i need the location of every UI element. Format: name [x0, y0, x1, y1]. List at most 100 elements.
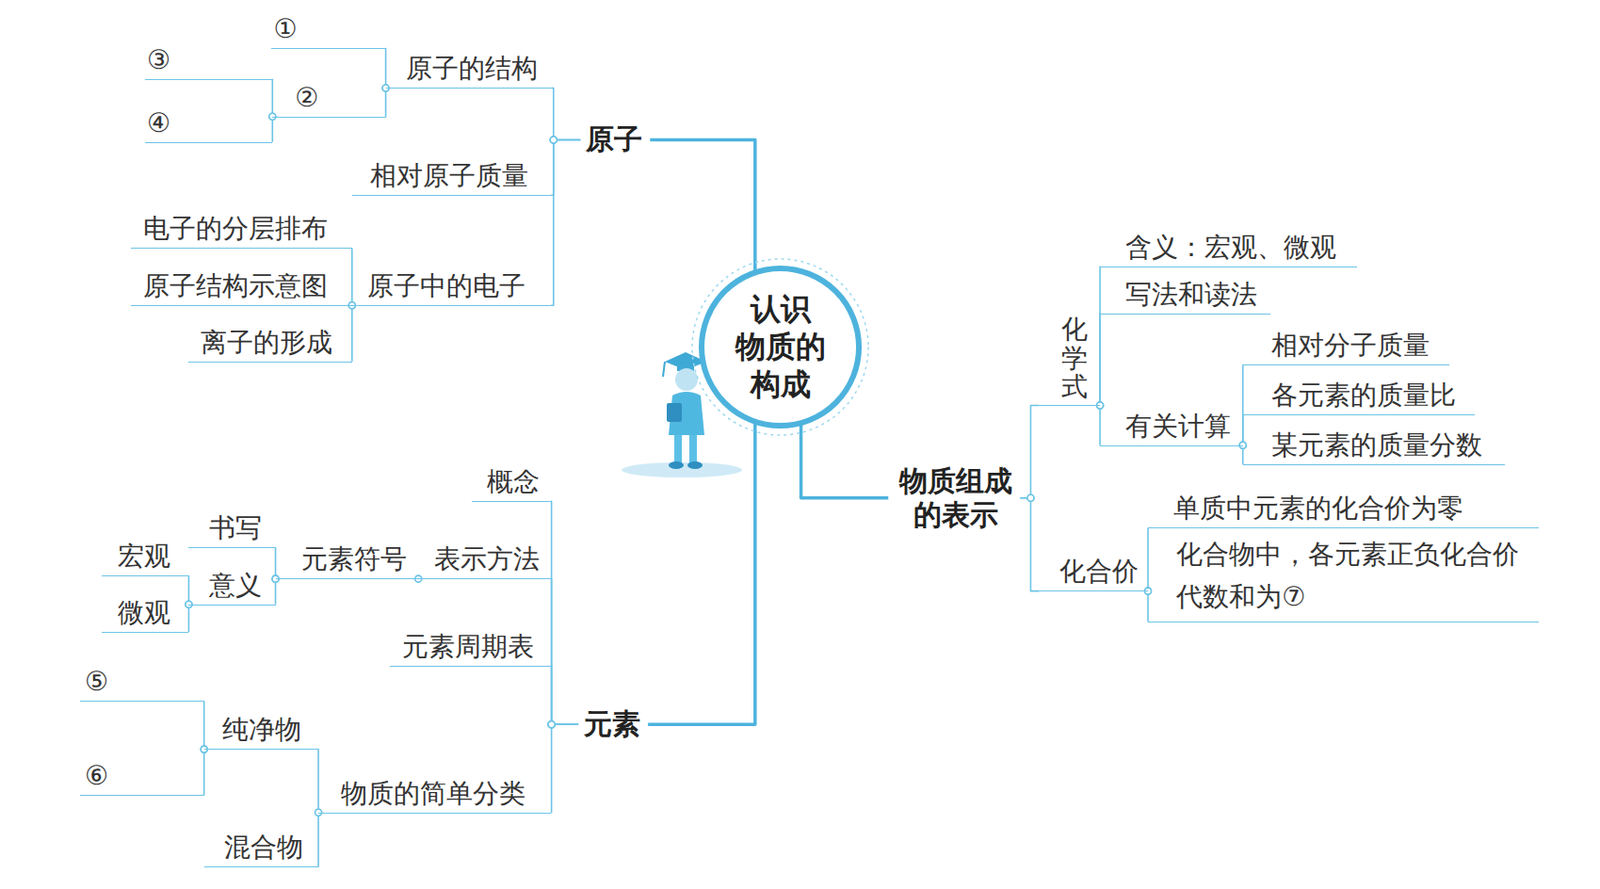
label-text: 相对原子质量: [370, 159, 529, 193]
label-text: 化学式: [1061, 315, 1088, 403]
figure-book: [666, 403, 682, 422]
topic-label: 原子中的电子: [352, 269, 551, 307]
connector: [649, 139, 756, 271]
branch-topic: 原子: [583, 120, 645, 159]
branch-title: 原子: [585, 122, 643, 157]
label-text: 化合价: [1059, 554, 1139, 588]
label-text: ④: [146, 106, 171, 140]
label-text: 原子的结构: [405, 51, 538, 85]
topic-label: 混合物: [204, 830, 319, 868]
label-text: 化合物中，各元素正负化合价代数和为⑦: [1176, 533, 1532, 619]
label-text: 写法和读法: [1125, 277, 1258, 311]
joint-dot: [548, 721, 555, 728]
figure-shoe: [668, 461, 684, 469]
figure-shadow: [621, 462, 743, 478]
label-text: 物质的简单分类: [340, 776, 526, 810]
blank-answer: ③: [145, 43, 273, 81]
connector: [1098, 313, 1101, 406]
joint-dot: [549, 136, 557, 144]
center-topic: 认识物质的构成: [688, 255, 873, 439]
topic-label: 概念: [471, 465, 552, 502]
joint-dot: [1027, 494, 1035, 502]
connector: [550, 665, 579, 726]
branch-topic: 物质组成的表示: [895, 462, 1017, 534]
connector: [647, 422, 756, 725]
topic-label: 化合价: [1038, 554, 1148, 592]
topic-label: 离子的形成: [188, 325, 352, 363]
topic-label: 元素符号: [275, 542, 420, 580]
label-text: ⑥: [84, 759, 109, 792]
center-ring: [701, 268, 859, 426]
connector: [203, 749, 206, 796]
label-text: 元素符号: [301, 542, 407, 576]
topic-label: 各元素的质量比: [1243, 378, 1475, 416]
label-text: 相对分子质量: [1271, 328, 1430, 362]
blank-answer: ②: [272, 80, 386, 118]
topic-label: 原子的结构: [386, 51, 552, 89]
branch-title: 元素: [583, 707, 641, 742]
label-text: 某元素的质量分数: [1271, 428, 1483, 462]
connector: [550, 139, 581, 195]
figure-leg: [689, 435, 697, 464]
connector: [550, 579, 579, 726]
label-text: 宏观: [117, 539, 171, 573]
connector: [550, 87, 581, 140]
connector: [385, 87, 388, 116]
label-text: ①: [273, 12, 297, 46]
connector: [550, 139, 581, 306]
connector: [351, 305, 354, 362]
label-text: 微观: [117, 596, 171, 630]
topic-label: 意义: [188, 568, 275, 606]
joint-dot: [548, 721, 555, 728]
label-text: 含义：宏观、微观: [1125, 230, 1337, 264]
connector: [550, 501, 579, 725]
topic-label: 书写: [188, 511, 275, 549]
joint-dot: [549, 136, 557, 144]
topic-label: 元素周期表: [389, 630, 551, 667]
tassel: [662, 361, 665, 377]
label-text: 表示方法: [434, 542, 540, 576]
topic-label: 纯净物: [204, 712, 319, 750]
label-text: ②: [294, 80, 319, 114]
label-text: 书写: [209, 511, 262, 545]
label-text: 纯净物: [222, 712, 302, 746]
label-text: 意义: [209, 568, 262, 602]
blank-answer: ⑥: [80, 759, 205, 796]
figure-leg: [674, 435, 682, 464]
label-text: 电子的分层排布: [143, 211, 328, 245]
topic-label: 原子结构示意图: [130, 269, 353, 307]
joint-dot: [548, 721, 555, 728]
topic-label: 微观: [101, 596, 189, 633]
center-dotted-ring: [692, 258, 869, 436]
connector: [317, 812, 320, 867]
joint-dot: [548, 721, 555, 728]
connector: [550, 724, 579, 812]
topic-label: 某元素的质量分数: [1243, 428, 1505, 466]
topic-label: 写法和读法: [1099, 277, 1271, 315]
joint-dot: [1027, 494, 1035, 502]
label-text: 单质中元素的化合价为零: [1173, 491, 1464, 525]
label-text: ③: [146, 43, 171, 77]
label-text: 各元素的质量比: [1271, 378, 1456, 412]
topic-label: 有关计算: [1099, 409, 1244, 447]
connector: [1019, 498, 1039, 592]
topic-label: 单质中元素的化合价为零: [1147, 491, 1539, 529]
connector: [801, 424, 889, 499]
joint-dot: [549, 136, 557, 144]
label-text: 混合物: [224, 830, 304, 864]
branch-topic: 元素: [581, 705, 643, 744]
label-text: 概念: [486, 465, 540, 499]
connector: [1019, 404, 1039, 498]
figure-shoe: [687, 461, 703, 469]
topic-label: 相对分子质量: [1243, 328, 1450, 366]
topic-label: 含义：宏观、微观: [1099, 230, 1358, 268]
label-text: 有关计算: [1125, 409, 1231, 443]
label-text: 原子中的电子: [367, 269, 526, 303]
label-text: 原子结构示意图: [143, 269, 328, 303]
topic-label: 物质的简单分类: [318, 776, 551, 814]
connector: [188, 604, 191, 632]
topic-label: 宏观: [101, 539, 189, 577]
topic-label: 表示方法: [418, 542, 551, 580]
branch-title: 物质组成的表示: [897, 464, 1015, 533]
